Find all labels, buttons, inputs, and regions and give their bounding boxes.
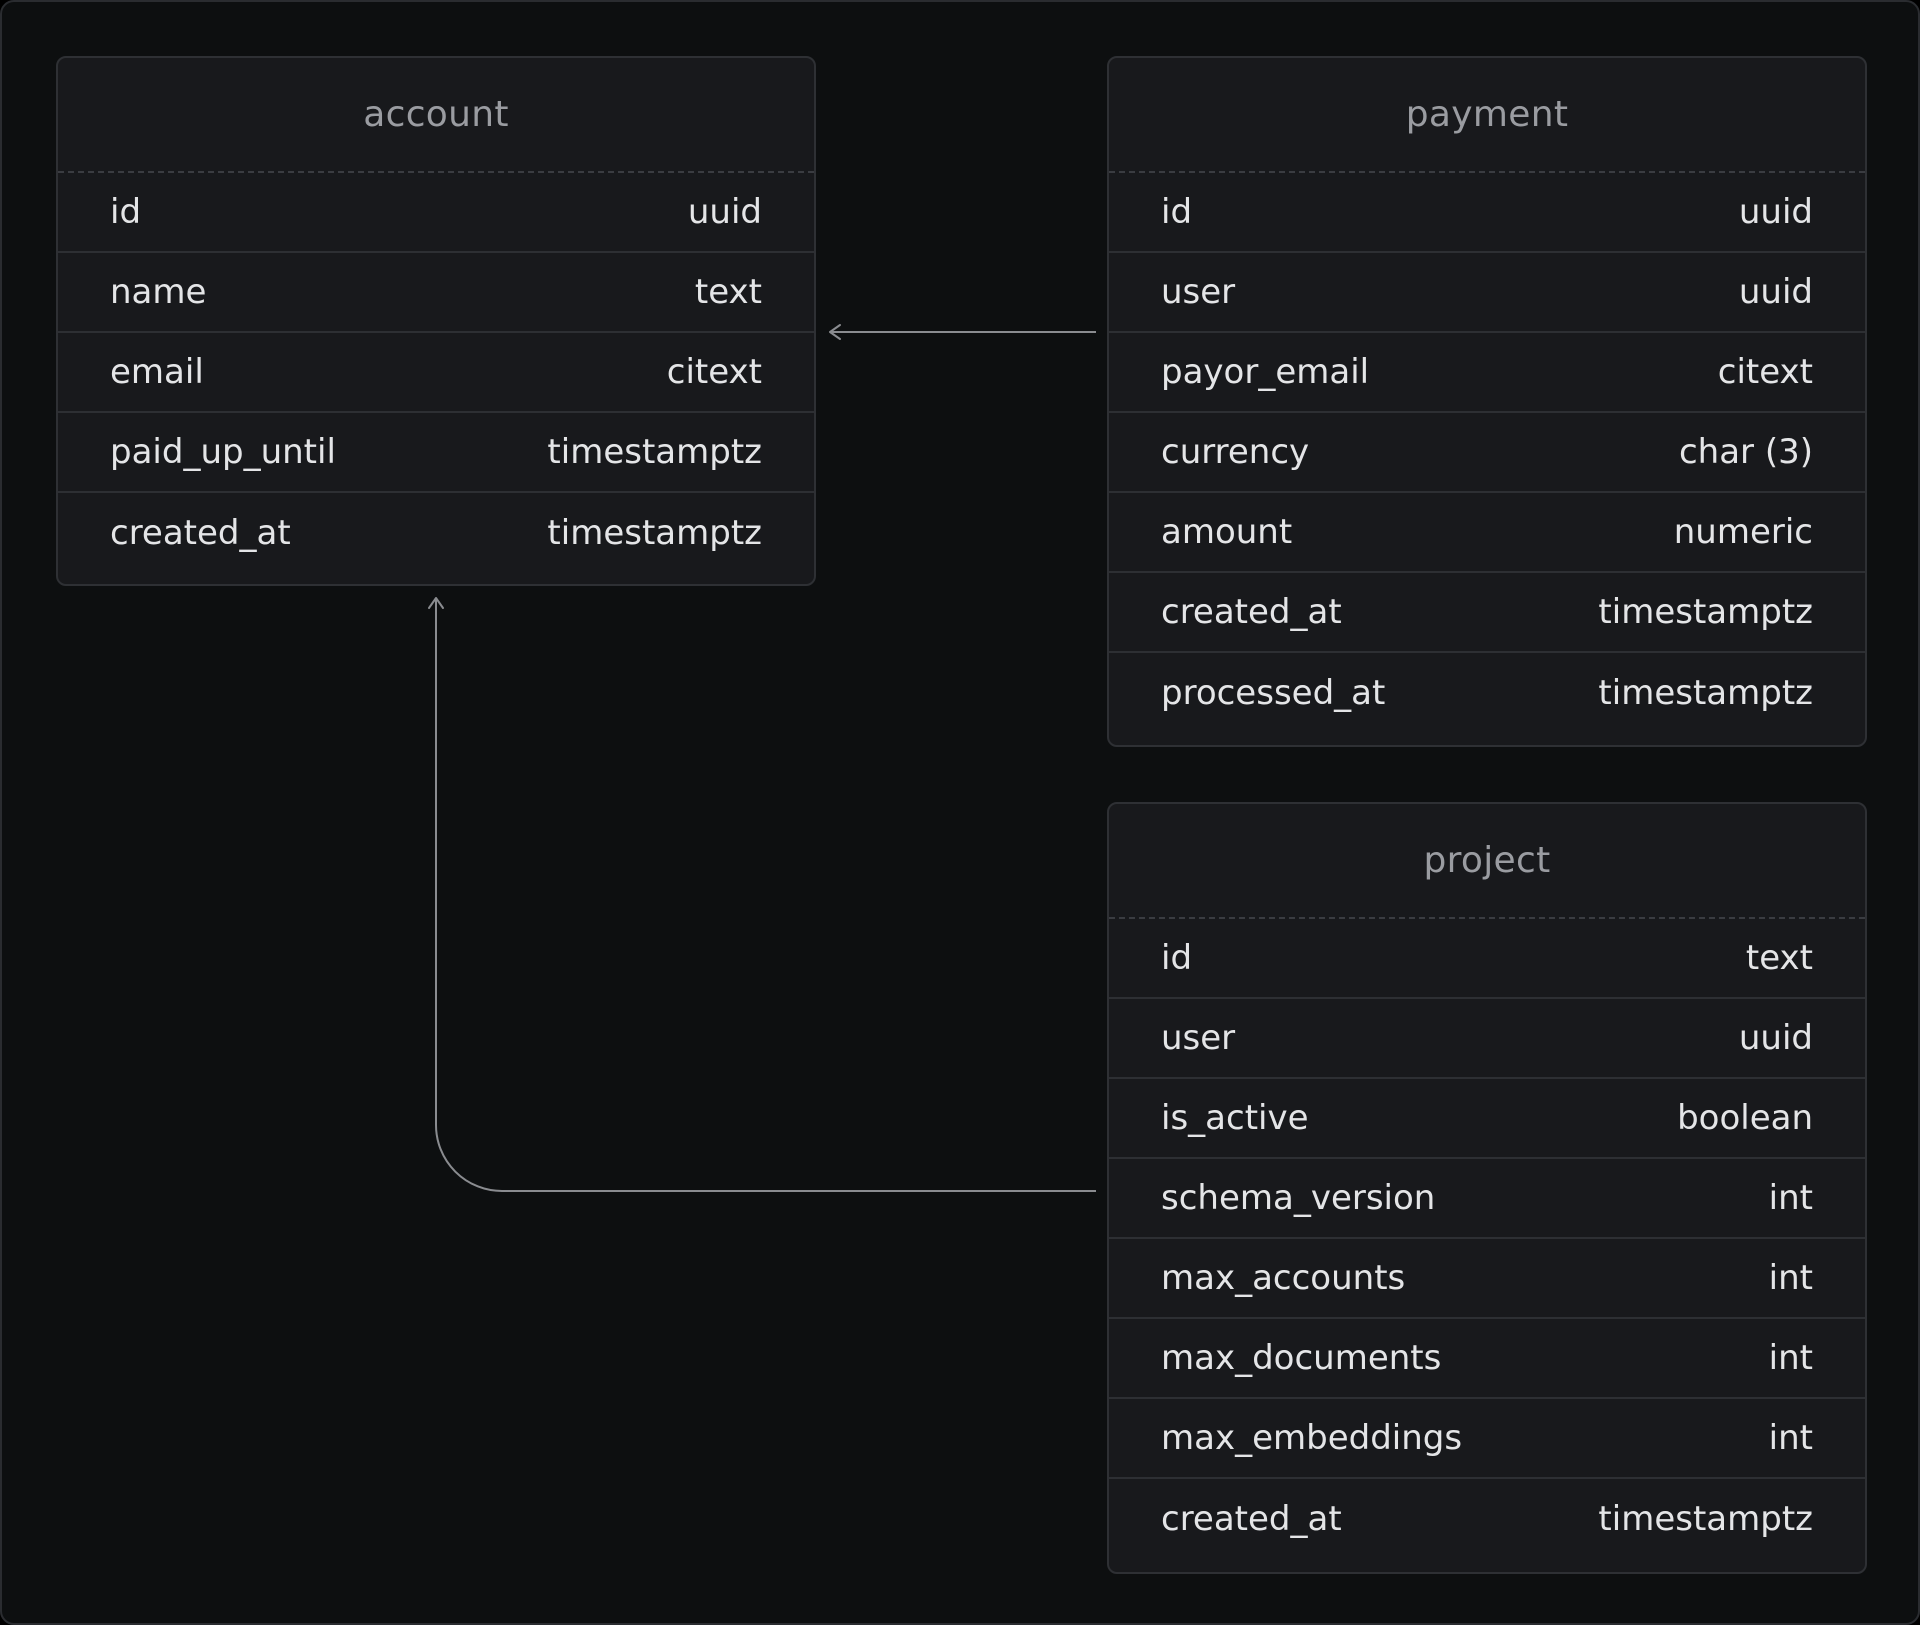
column-name: currency <box>1161 432 1310 472</box>
column-type: citext <box>1717 352 1813 392</box>
column-type: timestamptz <box>547 432 762 472</box>
table-row[interactable]: max_accounts int <box>1109 1239 1865 1319</box>
column-name: schema_version <box>1161 1178 1436 1218</box>
table-row[interactable]: created_at timestamptz <box>1109 573 1865 653</box>
table-title: payment <box>1109 58 1865 173</box>
table-row[interactable]: id text <box>1109 919 1865 999</box>
column-type: int <box>1768 1258 1813 1298</box>
table-payment[interactable]: payment id uuid user uuid payor_email ci… <box>1107 56 1867 747</box>
column-name: user <box>1161 1018 1236 1058</box>
table-row[interactable]: currency char (3) <box>1109 413 1865 493</box>
column-type: timestamptz <box>547 513 762 553</box>
table-row[interactable]: id uuid <box>1109 173 1865 253</box>
column-name: is_active <box>1161 1098 1309 1138</box>
table-title: account <box>58 58 814 173</box>
column-type: timestamptz <box>1598 1499 1813 1539</box>
column-name: id <box>110 192 142 232</box>
table-row[interactable]: max_embeddings int <box>1109 1399 1865 1479</box>
table-row[interactable]: is_active boolean <box>1109 1079 1865 1159</box>
column-type: int <box>1768 1178 1813 1218</box>
table-row[interactable]: paid_up_until timestamptz <box>58 413 814 493</box>
table-project[interactable]: project id text user uuid is_active bool… <box>1107 802 1867 1574</box>
column-name: max_documents <box>1161 1338 1442 1378</box>
column-name: amount <box>1161 512 1293 552</box>
relation-project-to-account <box>428 597 1096 1192</box>
table-row[interactable]: payor_email citext <box>1109 333 1865 413</box>
column-name: id <box>1161 938 1193 978</box>
column-name: id <box>1161 192 1193 232</box>
column-type: uuid <box>1738 272 1813 312</box>
table-row[interactable]: user uuid <box>1109 253 1865 333</box>
table-row[interactable]: max_documents int <box>1109 1319 1865 1399</box>
column-name: processed_at <box>1161 673 1386 713</box>
table-row[interactable]: user uuid <box>1109 999 1865 1079</box>
table-row[interactable]: created_at timestamptz <box>1109 1479 1865 1559</box>
column-name: created_at <box>110 513 291 553</box>
column-name: email <box>110 352 204 392</box>
table-row[interactable]: processed_at timestamptz <box>1109 653 1865 733</box>
column-name: created_at <box>1161 1499 1342 1539</box>
table-account[interactable]: account id uuid name text email citext p… <box>56 56 816 586</box>
column-name: payor_email <box>1161 352 1370 392</box>
column-type: boolean <box>1677 1098 1813 1138</box>
table-row[interactable]: schema_version int <box>1109 1159 1865 1239</box>
column-type: text <box>694 272 762 312</box>
column-name: user <box>1161 272 1236 312</box>
column-name: paid_up_until <box>110 432 336 472</box>
column-type: timestamptz <box>1598 673 1813 713</box>
table-row[interactable]: created_at timestamptz <box>58 493 814 573</box>
column-name: created_at <box>1161 592 1342 632</box>
column-type: uuid <box>1738 192 1813 232</box>
table-row[interactable]: id uuid <box>58 173 814 253</box>
table-row[interactable]: email citext <box>58 333 814 413</box>
table-title: project <box>1109 804 1865 919</box>
column-name: max_embeddings <box>1161 1418 1463 1458</box>
column-type: citext <box>666 352 762 392</box>
column-name: max_accounts <box>1161 1258 1406 1298</box>
table-row[interactable]: amount numeric <box>1109 493 1865 573</box>
column-type: char (3) <box>1678 432 1813 472</box>
column-type: numeric <box>1673 512 1813 552</box>
column-name: name <box>110 272 207 312</box>
column-type: text <box>1745 938 1813 978</box>
column-type: uuid <box>687 192 762 232</box>
table-row[interactable]: name text <box>58 253 814 333</box>
column-type: int <box>1768 1418 1813 1458</box>
column-type: timestamptz <box>1598 592 1813 632</box>
column-type: uuid <box>1738 1018 1813 1058</box>
column-type: int <box>1768 1338 1813 1378</box>
relation-payment-to-account <box>829 324 1096 340</box>
